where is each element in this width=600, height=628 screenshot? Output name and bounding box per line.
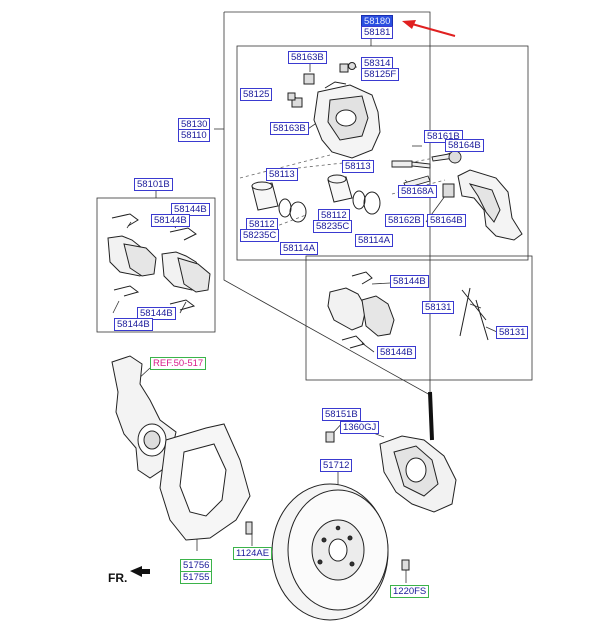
part-label-58110: 58110 [178,129,210,142]
part-label-58151b: 58151B [322,408,361,421]
brake-pads-set [107,213,211,311]
part-label-58113-2: 58113 [266,168,298,181]
part-label-58164b-2: 58164B [427,214,466,227]
part-label-58235c: 58235C [240,229,280,242]
part-label-58164b: 58164B [445,139,484,152]
highlight-arrow [402,20,456,37]
part-label-51712: 51712 [320,459,353,472]
part-label-58163b-2: 58163B [270,122,309,135]
part-label-58144b-5: 58144B [390,275,429,288]
part-label-58113: 58113 [342,160,374,173]
ref-label: REF.50-517 [150,357,207,370]
frame-caliper-inner [236,45,529,261]
part-label-58235c-2: 58235C [313,220,353,233]
part-label-58144b-6: 58144B [377,346,416,359]
dust-shield [159,423,253,541]
part-label-58144b-4: 58144B [114,318,153,331]
part-label-58131: 58131 [422,301,455,314]
part-label-58144b-2: 58144B [151,214,190,227]
part-label-1124ae: 1124AE [233,547,273,560]
guide-pins [391,150,462,189]
part-label-58114a-2: 58114A [355,234,394,247]
brake-pads-kit [327,271,489,349]
part-label-1360gj: 1360GJ [340,421,380,434]
forward-arrow [130,566,150,577]
part-label-1220fs: 1220FS [390,585,430,598]
part-label-58144b: 58144B [171,203,210,216]
part-label-58163b: 58163B [288,51,327,64]
caliper-bracket [442,169,523,241]
part-label-58181: 58181 [361,26,394,39]
part-label-51755: 51755 [180,571,213,584]
part-label-58114a: 58114A [280,242,319,255]
steering-knuckle [111,355,177,479]
front-direction-label: FR. [108,571,128,585]
part-label-58131-2: 58131 [496,326,529,339]
part-label-58101b: 58101B [134,178,173,191]
part-label-58125: 58125 [240,88,273,101]
caliper-assembly [325,391,457,513]
part-label-58144b-3: 58144B [137,307,176,320]
frame-pad-kit [305,255,533,381]
brake-disc [271,483,410,621]
pistons-seals [251,174,381,223]
part-label-58168a: 58168A [398,185,437,198]
part-label-58162b: 58162B [385,214,424,227]
caliper-body [287,62,381,159]
part-label-58125f: 58125F [361,68,400,81]
